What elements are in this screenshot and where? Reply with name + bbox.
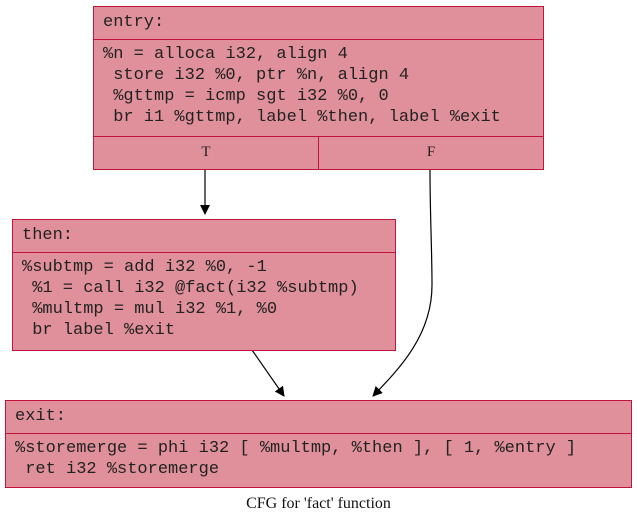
node-then-body: %subtmp = add i32 %0, -1 %1 = call i32 @… <box>13 253 395 341</box>
then-line: %subtmp = add i32 %0, -1 <box>22 258 267 277</box>
entry-line: %gttmp = icmp sgt i32 %0, 0 <box>103 87 389 106</box>
exit-line: %storemerge = phi i32 [ %multmp, %then ]… <box>15 439 577 458</box>
entry-line: store i32 %0, ptr %n, align 4 <box>103 66 410 85</box>
node-exit: exit: %storemerge = phi i32 [ %multmp, %… <box>5 400 632 488</box>
then-line: %multmp = mul i32 %1, %0 <box>22 300 278 319</box>
node-entry-body: %n = alloca i32, align 4 store i32 %0, p… <box>94 40 543 128</box>
entry-line: %n = alloca i32, align 4 <box>103 45 348 64</box>
node-entry-label: entry: <box>94 7 543 40</box>
node-then-label: then: <box>13 220 395 253</box>
node-exit-body: %storemerge = phi i32 [ %multmp, %then ]… <box>6 434 631 480</box>
diagram-caption: CFG for 'fact' function <box>246 495 391 512</box>
entry-line: br i1 %gttmp, label %then, label %exit <box>103 108 501 127</box>
entry-branch-ports: T F <box>94 136 543 169</box>
edge-entry-false-to-exit <box>372 169 433 397</box>
exit-line: ret i32 %storemerge <box>15 460 220 479</box>
node-then: then: %subtmp = add i32 %0, -1 %1 = call… <box>12 219 396 351</box>
then-line: %1 = call i32 @fact(i32 %subtmp) <box>22 279 359 298</box>
node-exit-label: exit: <box>6 401 631 434</box>
port-true: T <box>201 144 211 160</box>
node-entry: entry: %n = alloca i32, align 4 store i3… <box>93 6 544 170</box>
port-false: F <box>318 137 543 169</box>
edge-then-to-exit <box>251 349 285 397</box>
then-line: br label %exit <box>22 321 176 340</box>
